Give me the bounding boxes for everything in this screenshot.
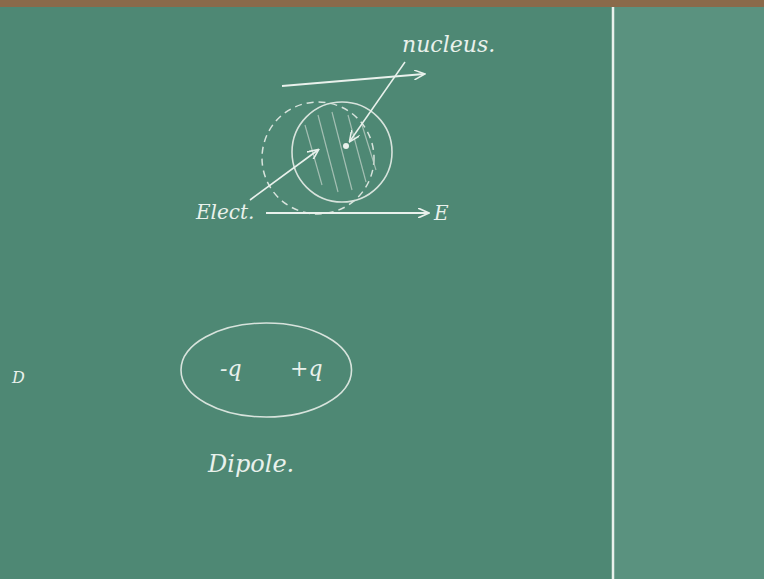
board-divider — [612, 7, 615, 579]
field-arrow-top — [282, 74, 424, 86]
nucleus-dot — [343, 143, 349, 149]
callout-label: nucleus. — [402, 34, 495, 56]
edge-mark: D — [12, 370, 25, 386]
field-arrow — [266, 212, 428, 214]
shifted-electron-cloud — [292, 102, 392, 202]
dipole-caption: Dipole. — [208, 452, 294, 476]
ellipse-outline — [180, 322, 353, 418]
charge-label: -q — [220, 358, 242, 380]
charge-label: +q — [290, 358, 323, 380]
board-frame — [0, 0, 764, 7]
field-symbol: E — [434, 203, 449, 223]
electron-leader — [250, 150, 318, 200]
callout-label: Elect. — [196, 202, 254, 222]
side-panel — [614, 7, 764, 579]
nucleus-leader — [350, 62, 405, 141]
undisturbed-electron-cloud — [262, 102, 374, 214]
dipole-ellipse: -q+qDipole. — [180, 322, 353, 418]
